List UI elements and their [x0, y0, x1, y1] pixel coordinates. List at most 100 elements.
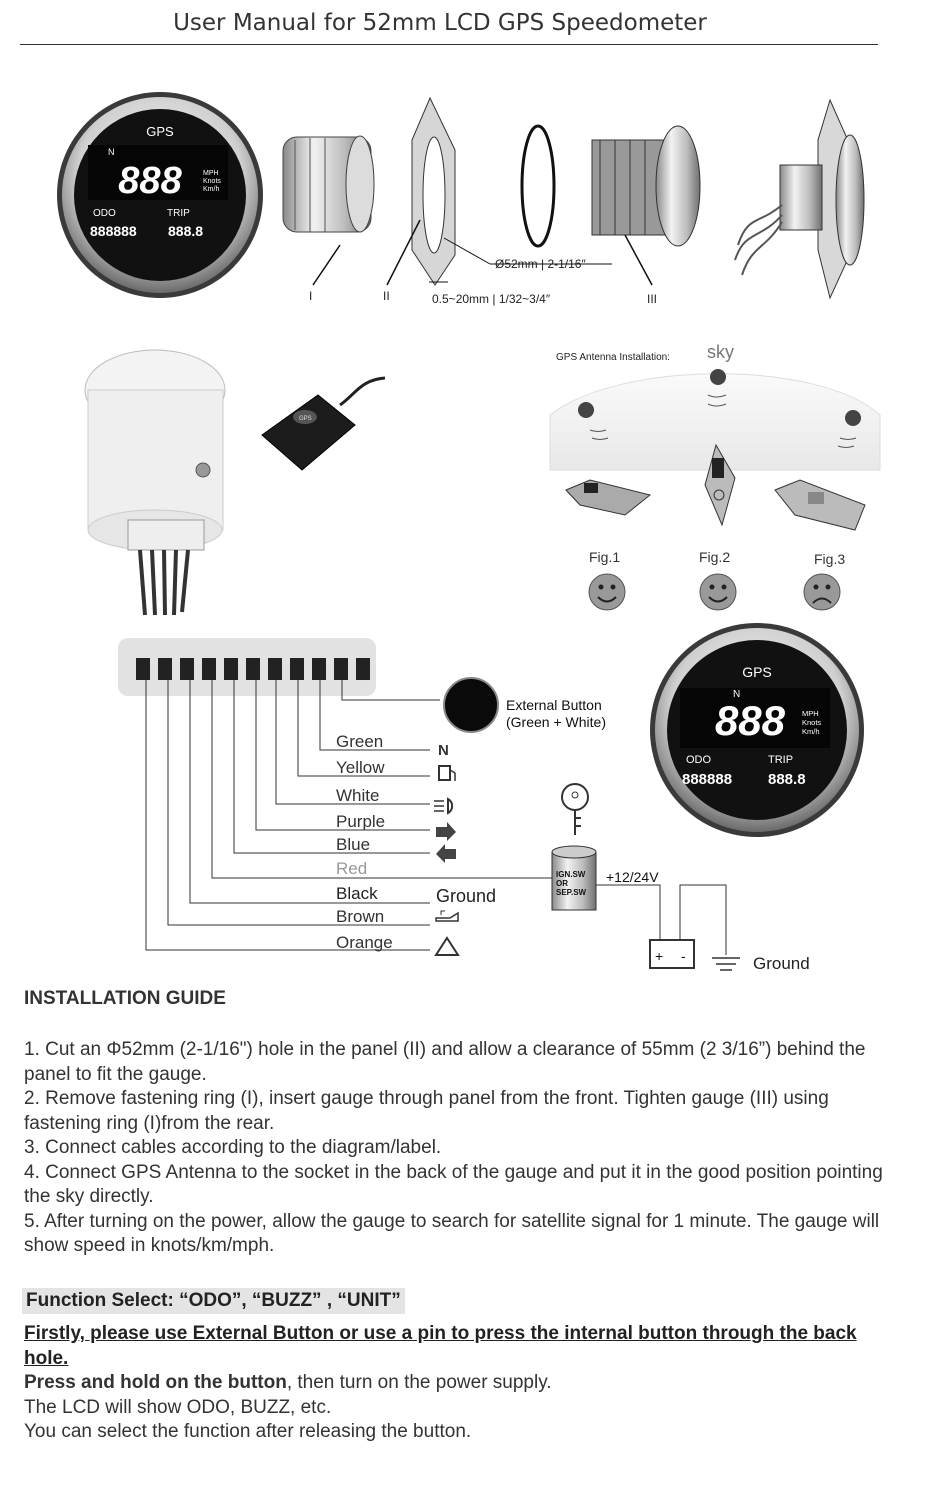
arrow-iii — [624, 234, 653, 286]
gauge-trip-digits: 888.8 — [168, 223, 203, 239]
ground-line — [679, 884, 727, 955]
step-2: 2. Remove fastening ring (I), insert gau… — [24, 1088, 829, 1134]
smiley-sad-icon — [803, 573, 841, 611]
function-select-heading: Function Select: “ODO”, “BUZZ” , “UNIT” — [22, 1288, 405, 1314]
turn-right-icon — [436, 822, 456, 841]
external-button-label-1: External Button — [506, 697, 602, 713]
function-select-body: Firstly, please use External Button or u… — [24, 1322, 904, 1445]
wire-black: Black — [336, 884, 378, 903]
gauge-unit-mph: MPH — [203, 170, 219, 177]
step-3: 3. Connect cables according to the diagr… — [24, 1137, 442, 1158]
ground-symbol-icon — [712, 957, 740, 971]
wire-white: White — [336, 786, 379, 805]
key-icon — [561, 783, 589, 835]
antenna-module-label: GPS — [299, 416, 312, 422]
label-iii: III — [647, 292, 657, 306]
neutral-icon: N — [438, 742, 449, 759]
ground-label: Ground — [753, 954, 810, 973]
connector-block — [118, 638, 376, 696]
label-i: I — [309, 289, 312, 303]
gauge-front-top: GPS N 888 MPH Knots Km/h ODO TRIP 888888… — [57, 92, 263, 298]
switch-label-2: OR — [556, 879, 568, 888]
press-hold-rest: , then turn on the power supply. — [286, 1372, 552, 1393]
switch-label-1: IGN.SW — [556, 870, 586, 879]
wire-green: Green — [336, 732, 383, 751]
gauge-odo-digits: 888888 — [90, 223, 137, 239]
gauge2-odo-digits: 888888 — [682, 771, 732, 788]
gauge-trip-label: TRIP — [167, 208, 190, 219]
battery-plus: + — [655, 948, 663, 964]
external-button-label-2: (Green + White) — [506, 714, 606, 730]
diagram-area: GPS N 888 MPH Knots Km/h ODO TRIP 888888… — [57, 92, 881, 973]
sky-label: sky — [707, 342, 734, 362]
gauge-gps-label: GPS — [146, 124, 174, 139]
wire-brown: Brown — [336, 907, 384, 926]
wire-orange: Orange — [336, 933, 393, 952]
fig1-label: Fig.1 — [589, 549, 620, 565]
wire-red: Red — [336, 859, 367, 878]
thickness-dimension: 0.5~20mm | 1/32~3/4″ — [432, 292, 551, 306]
wire-blue: Blue — [336, 835, 370, 854]
function-select-line3: You can select the function after releas… — [24, 1421, 472, 1442]
fuel-icon — [438, 765, 456, 781]
turn-left-icon — [436, 844, 456, 863]
gauge2-trip-digits: 888.8 — [768, 771, 806, 788]
label-ii: II — [383, 289, 390, 303]
smiley-happy-icon-1 — [588, 573, 626, 611]
fig3-label: Fig.3 — [814, 551, 845, 567]
function-select-instruction: Firstly, please use External Button or u… — [24, 1323, 857, 1369]
step-4: 4. Connect GPS Antenna to the socket in … — [24, 1161, 883, 1208]
function-select-line2: The LCD will show ODO, BUZZ, etc. — [24, 1396, 332, 1418]
gauge-n-label: N — [108, 147, 115, 157]
gauge-back-photo: GPS — [84, 349, 386, 616]
gauge-unit-kmh: Km/h — [203, 186, 219, 193]
o-ring — [520, 124, 556, 248]
battery-icon: + - — [649, 939, 695, 969]
dim-line-hole — [443, 237, 491, 265]
press-hold-bold: Press and hold on the button — [24, 1372, 287, 1393]
arrow-i — [312, 244, 341, 286]
gauge-body-iii — [591, 125, 701, 247]
switch-label-3: SEP.SW — [556, 888, 587, 897]
installation-guide-heading: INSTALLATION GUIDE — [24, 988, 226, 1009]
fastening-ring-i — [282, 135, 375, 233]
step-5: 5. After turning on the power, allow the… — [24, 1210, 880, 1257]
external-button-icon — [443, 677, 499, 733]
warning-triangle-icon — [434, 936, 460, 956]
panel-ii — [411, 96, 456, 286]
title-divider — [20, 44, 878, 45]
gauge2-n-label: N — [733, 689, 740, 700]
wire-yellow: Yellow — [336, 758, 385, 777]
fig2-label: Fig.2 — [699, 549, 730, 565]
step-1: 1. Cut an Φ52mm (2-1/16") hole in the pa… — [24, 1039, 866, 1085]
installation-guide-steps: 1. Cut an Φ52mm (2-1/16") hole in the pa… — [24, 1038, 904, 1259]
antenna-diagram: GPS Antenna Installation: sky Fig.1 Fig.… — [549, 342, 881, 567]
gauge2-unit-knots: Knots — [802, 718, 821, 727]
page-title: User Manual for 52mm LCD GPS Speedometer — [173, 10, 707, 36]
battery-minus: - — [681, 948, 686, 964]
antenna-heading: GPS Antenna Installation: — [556, 352, 670, 363]
function-select-press-line: Press and hold on the button, then turn … — [24, 1371, 904, 1396]
gauge2-gps-label: GPS — [742, 664, 772, 680]
gauge2-unit-kmh: Km/h — [802, 727, 820, 736]
gauge-unit-knots: Knots — [203, 178, 221, 185]
wire-lines — [145, 680, 552, 951]
smiley-happy-icon-2 — [699, 573, 737, 611]
headlight-icon — [434, 797, 454, 815]
voltage-label: +12/24V — [606, 869, 659, 885]
black-ground-label: Ground — [436, 886, 496, 906]
wire-purple: Purple — [336, 812, 385, 831]
gauge2-unit-mph: MPH — [802, 709, 819, 718]
gauge2-trip-label: TRIP — [768, 754, 793, 766]
oil-can-icon — [435, 910, 459, 922]
gauge-assembled-side — [734, 98, 865, 300]
arrow-ii — [386, 219, 421, 286]
gauge2-odo-label: ODO — [686, 754, 712, 766]
gauge2-speed-digits: 888 — [715, 697, 786, 744]
gauge-speed-digits: 888 — [118, 160, 182, 202]
gauge-odo-label: ODO — [93, 208, 116, 219]
power-line — [596, 884, 661, 940]
gauge-front-bottom: GPS N 888 MPH Knots Km/h ODO TRIP 888888… — [650, 623, 864, 837]
ignition-switch: IGN.SW OR SEP.SW — [551, 845, 597, 911]
hole-dimension: Ø52mm | 2-1/16″ — [495, 257, 586, 271]
